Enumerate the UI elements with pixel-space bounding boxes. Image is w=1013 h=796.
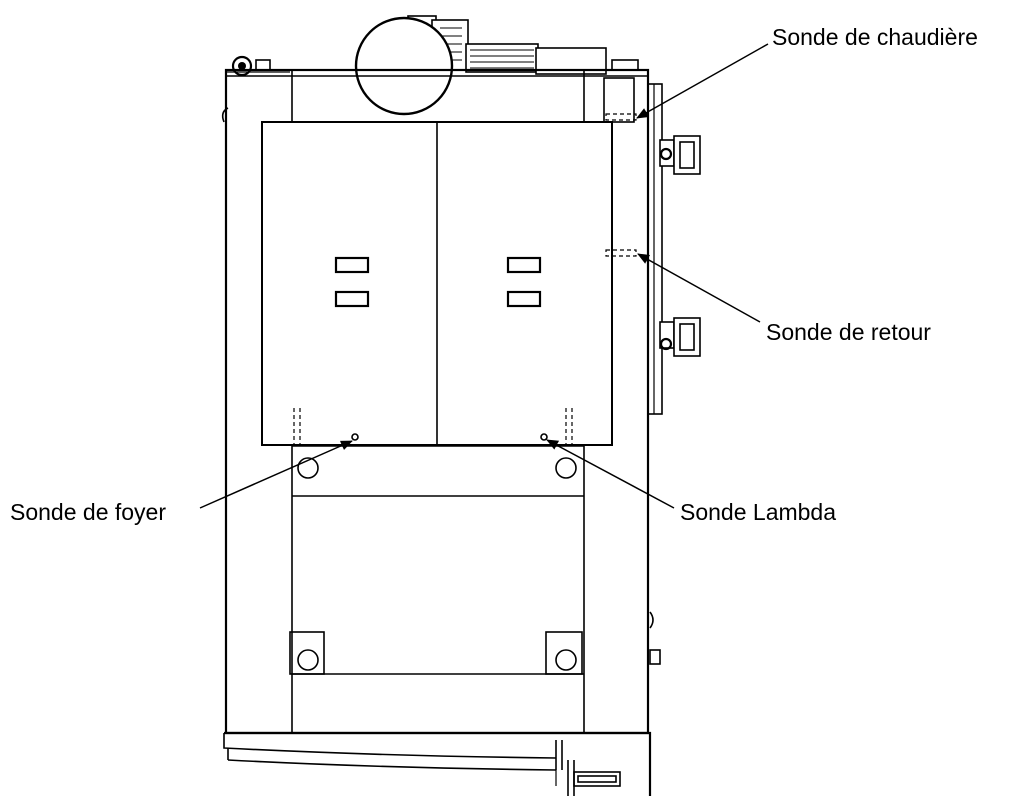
label-sonde-foyer: Sonde de foyer <box>10 499 166 525</box>
label-sonde-chaudiere: Sonde de chaudière <box>772 24 978 50</box>
base-plinth <box>223 731 652 796</box>
leader-sonde-foyer <box>199 440 353 509</box>
label-sonde-retour: Sonde de retour <box>766 319 931 345</box>
leader-lines <box>199 43 769 509</box>
fan-motor <box>354 15 639 116</box>
right-pipes <box>647 83 701 665</box>
lower-frame <box>289 457 583 675</box>
leader-sonde-chaudiere <box>636 43 769 119</box>
label-sonde-lambda: Sonde Lambda <box>680 499 836 525</box>
top-fittings <box>221 55 290 123</box>
leader-sonde-lambda <box>546 439 675 509</box>
doors <box>261 113 637 446</box>
leader-sonde-retour <box>637 253 761 323</box>
